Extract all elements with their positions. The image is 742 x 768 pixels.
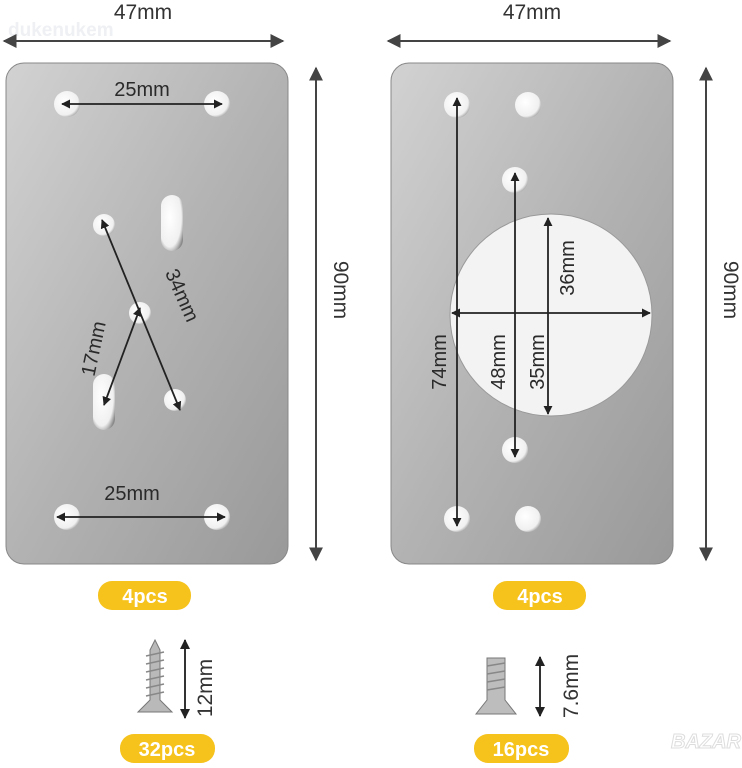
left-width-label: 47mm: [114, 1, 172, 24]
right-plate: 47mm 90mm 74mm 48mm 36mm 35mm: [386, 1, 742, 565]
circle-lower-dimension: 35mm: [527, 334, 549, 390]
left-plate: 47mm 90mm 25mm 25mm 34mm 17mm: [2, 1, 352, 565]
right-width-label: 47mm: [503, 1, 561, 24]
svg-text:4pcs: 4pcs: [517, 586, 563, 608]
circle-upper-dimension: 36mm: [557, 240, 579, 296]
left-top-spacing: 25mm: [114, 79, 170, 101]
bazar-logo: BAZAR: [671, 731, 742, 753]
left-bottom-spacing: 25mm: [104, 483, 160, 505]
right-height-label: 90mm: [719, 261, 742, 319]
left-height-label: 90mm: [329, 261, 352, 319]
svg-text:16pcs: 16pcs: [493, 739, 550, 761]
right-inner-spacing: 48mm: [488, 334, 510, 390]
wood-screw-quantity-badge: 32pcs: [120, 734, 215, 763]
svg-text:4pcs: 4pcs: [122, 586, 168, 608]
right-plate-quantity-badge: 4pcs: [493, 581, 586, 610]
machine-screw-quantity-badge: 16pcs: [474, 734, 569, 763]
machine-screw: 7.6mm: [474, 654, 583, 718]
wood-screw-icon: [136, 638, 174, 713]
svg-text:32pcs: 32pcs: [139, 739, 196, 761]
left-plate-quantity-badge: 4pcs: [98, 581, 191, 610]
hinge-cutout: [449, 213, 653, 417]
wood-screw-length: 12mm: [194, 659, 217, 717]
right-outer-spacing: 74mm: [429, 334, 451, 390]
mounting-holes: [444, 92, 541, 532]
wood-screw: 12mm: [136, 638, 217, 719]
watermark: dukenukem: [8, 20, 114, 41]
machine-screw-length: 7.6mm: [560, 654, 583, 718]
machine-screw-icon: [474, 657, 518, 715]
